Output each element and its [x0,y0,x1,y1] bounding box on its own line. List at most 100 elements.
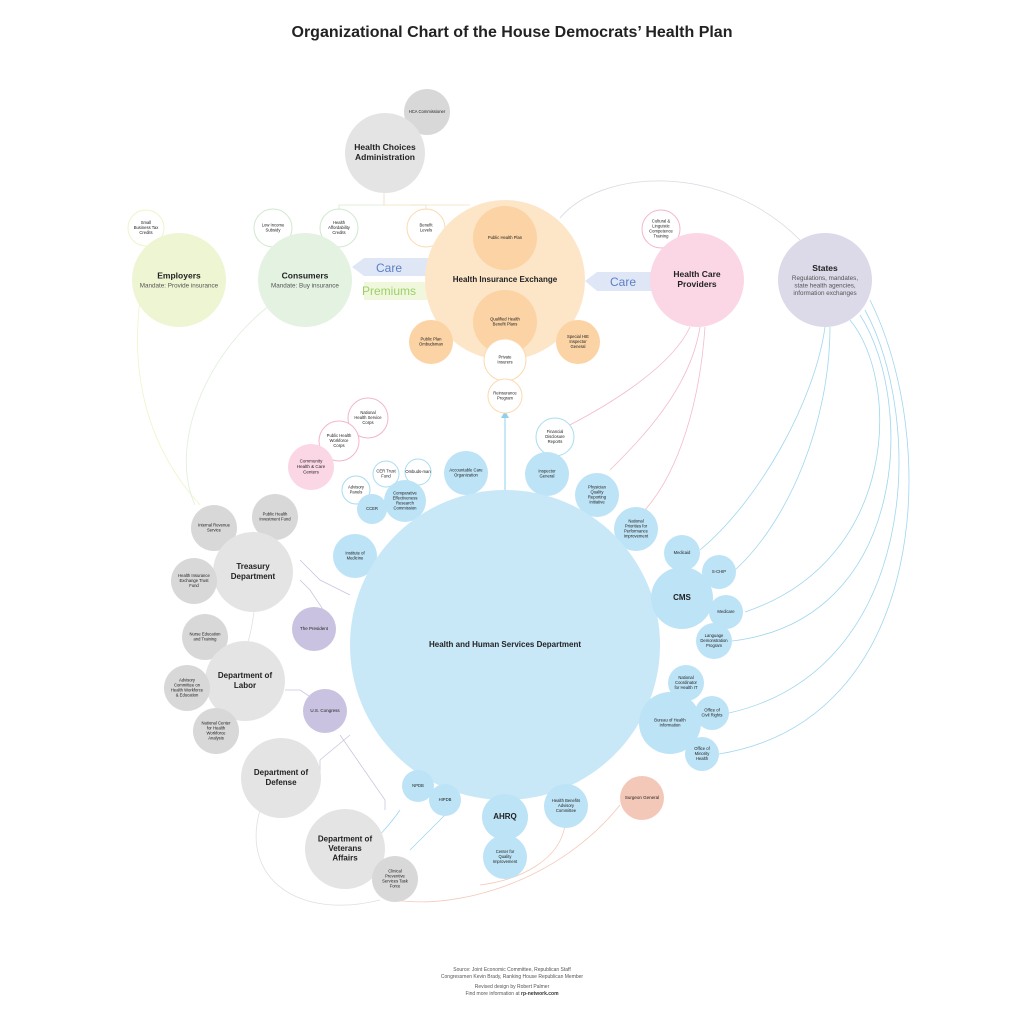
ombudsman-label: Ombuds-man [405,469,431,474]
connector-line [244,611,255,645]
cms-node [651,567,713,629]
surgeon-general-node [620,776,664,820]
connector-line [734,326,831,571]
nat-coord-node [668,665,704,701]
ombudsman-plan-node [409,320,453,364]
public-plan-node [473,206,537,270]
info-line: Find more information at rp-network.com [0,991,1024,998]
connector-line [699,326,826,551]
ahrq-node [482,794,528,840]
hca-node [345,113,425,193]
ahrq-label: AHRQ [493,812,517,821]
connector-line [479,824,566,886]
connector-line [319,734,351,778]
connector-line [137,299,201,506]
minority-health-node [685,737,719,771]
info-prefix: Find more information at [465,990,522,997]
hipdb-label: HIPDB [439,797,452,802]
congress-label: U.S. Congress [310,708,340,713]
hca-commissioner-node [404,89,450,135]
nat-workforce-node [193,708,239,754]
benefits-advisory-node [544,784,588,828]
defense-node [241,738,321,818]
care-left-label: Care [376,261,402,275]
inspector-general-node [525,452,569,496]
cultural-node [641,209,681,249]
source-line-2: Congressmen Kevin Brady, Ranking House R… [440,973,584,980]
bureau-info-node [639,692,701,754]
connector-line [339,734,386,810]
premiums-arrow [364,282,430,300]
npdb-node [402,770,434,802]
national-priorities-node [614,507,658,551]
schip-node [702,555,736,589]
civil-rights-node [695,696,729,730]
employers-node [132,233,226,327]
va-node [305,809,385,889]
connector-line [299,559,351,596]
info-link[interactable]: rp-network.com [521,990,559,997]
cced-node [357,494,387,524]
npdb-label: NPDB [412,783,424,788]
cced-label: CCER [366,506,378,511]
clinical-prev-node [372,856,418,902]
connector-line [409,814,446,851]
special-ig-node [556,320,600,364]
connector-line [731,314,892,642]
public-plan-label: Public Health Plan [488,235,523,240]
connector-line [338,193,385,209]
medicare-node [709,595,743,629]
president-label: The President [300,626,329,631]
hhs-label: Health and Human Services Department [429,640,581,649]
connector-line [394,804,621,903]
exchange-node [425,200,585,360]
center-quality-node [483,835,527,879]
language-demo-node [696,623,732,659]
surgeon-general-label: Surgeon General [625,795,659,800]
physician-quality-node [575,473,619,517]
president-node [292,607,336,651]
connector-line [609,326,701,471]
irs-node [191,505,237,551]
connector-line [718,299,910,755]
hipdb-node [429,784,461,816]
page-title: Organizational Chart of the House Democr… [291,24,733,41]
schip-label: S-CHIP [712,569,726,574]
ph-invest-node [252,494,298,540]
hie-trust-node [171,558,217,604]
care-arrow-right [585,272,660,291]
care-arrow-left [352,258,430,276]
states-node [778,233,872,327]
labor-node [205,641,285,721]
